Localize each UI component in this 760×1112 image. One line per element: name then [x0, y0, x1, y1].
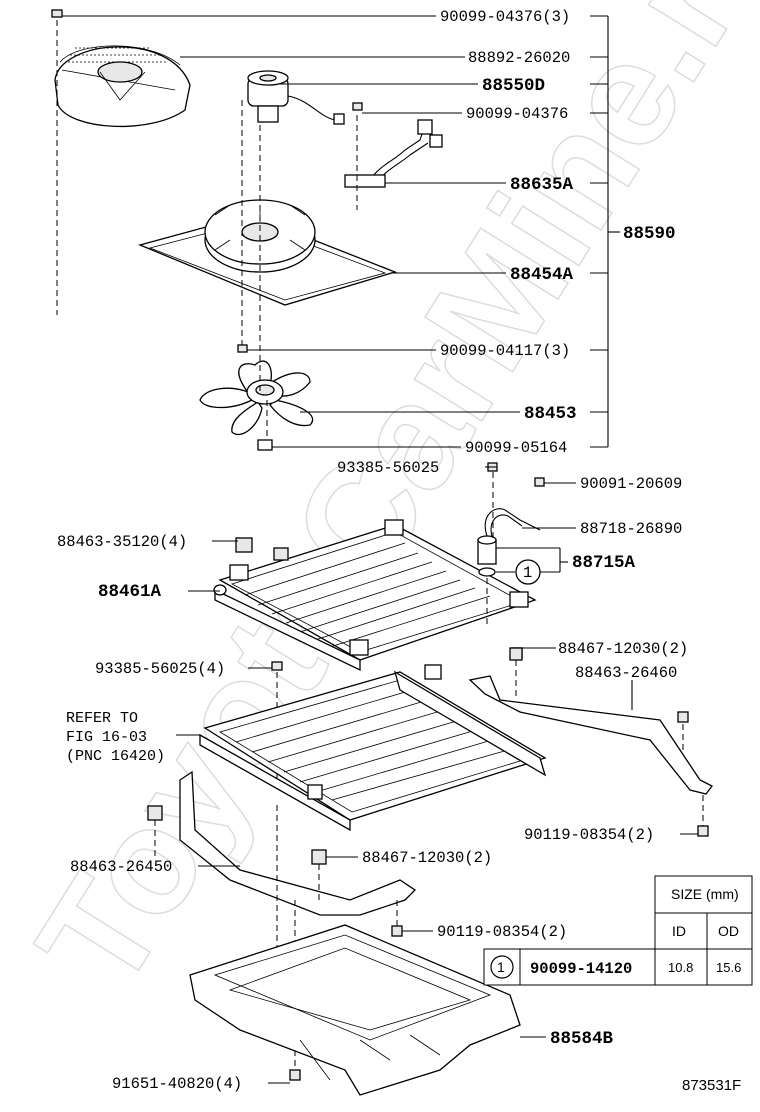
callout-90119-08354-2-lower: 90119-08354(2)	[437, 923, 567, 941]
callout-88715a: 88715A	[572, 553, 636, 573]
callout-88584b: 88584B	[550, 1029, 614, 1049]
callout-88467-12030-2-upper: 88467-12030(2)	[558, 640, 688, 658]
callout-91651-40820-4: 91651-40820(4)	[112, 1075, 242, 1093]
callout-88463-26460: 88463-26460	[575, 664, 677, 682]
size-table-header: SIZE (mm)	[671, 886, 739, 902]
fan-motor	[247, 70, 345, 125]
callout-88461a: 88461A	[98, 582, 162, 602]
callout-88463-26450: 88463-26450	[70, 858, 172, 876]
refer-note-line1: REFER TO	[66, 710, 138, 727]
size-table-row-od: 15.6	[716, 960, 741, 975]
callout-88892-26020: 88892-26020	[468, 49, 570, 67]
fan-blade	[199, 360, 314, 436]
refer-note-line3: (PNC 16420)	[66, 748, 165, 765]
callout-90099-04376: 90099-04376	[466, 105, 568, 123]
callout-88463-35120-4: 88463-35120(4)	[57, 533, 187, 551]
size-table-row-ref: 1	[497, 959, 505, 975]
air-duct	[189, 924, 521, 1096]
wire-harness	[344, 119, 443, 188]
size-table-col-id: ID	[672, 923, 686, 939]
size-table-row-id: 10.8	[668, 960, 693, 975]
receiver-drier	[477, 508, 541, 577]
callout-88635a: 88635A	[510, 175, 574, 195]
callout-93385-56025-4: 93385-56025(4)	[95, 660, 225, 678]
diagram-id: 873531F	[682, 1077, 741, 1094]
callout-90119-08354-2-right: 90119-08354(2)	[524, 826, 654, 844]
condenser	[213, 519, 537, 672]
screw-icon	[51, 9, 363, 353]
size-table: SIZE (mm) ID OD 1 90099-14120 10.8 15.6	[483, 875, 753, 986]
callout-88454a: 88454A	[510, 265, 574, 285]
callout-93385-56025: 93385-56025	[337, 459, 439, 477]
fan-shroud	[137, 199, 397, 306]
fan-cover	[54, 45, 191, 128]
refer-note-line2: FIG 16-03	[66, 729, 147, 746]
callout-88590: 88590	[623, 224, 676, 244]
size-table-col-od: OD	[718, 923, 739, 939]
callout-90099-05164: 90099-05164	[465, 439, 567, 457]
callout-90099-04117-3: 90099-04117(3)	[440, 342, 570, 360]
bracket-right	[468, 647, 713, 795]
radiator	[199, 664, 547, 832]
callout-88550d: 88550D	[482, 76, 545, 96]
callout-88718-26890: 88718-26890	[580, 520, 682, 538]
callout-88467-12030-2-lower: 88467-12030(2)	[362, 849, 492, 867]
circle-ref-1: 1	[523, 564, 532, 582]
bracket-left	[179, 770, 417, 916]
size-table-row-part: 90099-14120	[530, 960, 632, 978]
callout-90099-04376-3: 90099-04376(3)	[440, 8, 570, 26]
callout-88453: 88453	[524, 404, 577, 424]
callout-90091-20609: 90091-20609	[580, 475, 682, 493]
